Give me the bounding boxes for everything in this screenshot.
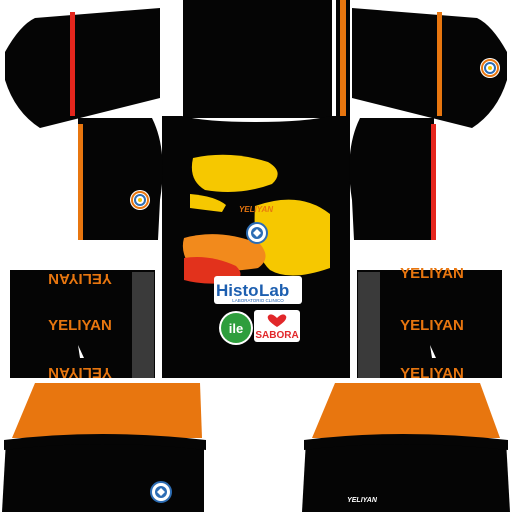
left-sleeve-brand-bottom: YELIYAN	[48, 364, 112, 381]
right-top-sleeve	[352, 8, 507, 128]
flame-yellow-upper	[191, 154, 278, 192]
histolab-left-text: Histo	[216, 281, 259, 300]
left-shorts-waistband	[12, 383, 202, 438]
shirt-back-panel	[183, 0, 332, 118]
left-shorts	[2, 383, 206, 512]
shorts-brand-text: YELIYAN	[347, 497, 378, 504]
histolab-logo-icon: Histo Lab LABORATORIO CLINICO	[214, 276, 302, 304]
back-orange-stripe	[340, 0, 346, 118]
left-sleeve-brand-top: YELIYAN	[48, 270, 112, 287]
histolab-subtitle: LABORATORIO CLINICO	[232, 298, 284, 303]
left-sleeve-brand-middle: YELIYAN	[48, 317, 112, 334]
shirt-front: YELIYAN Histo Lab LABORATORIO CLINICO il…	[162, 116, 350, 378]
left-side-orange-stripe	[78, 124, 83, 240]
club-crest-icon	[246, 222, 268, 244]
club-crest-icon	[150, 481, 172, 503]
left-sleeve-logo-icon	[78, 345, 84, 358]
right-lower-sleeve: YELIYAN YELIYAN YELIYAN	[357, 265, 502, 382]
roundel-patch-icon	[480, 58, 500, 78]
ile-text: ile	[229, 321, 243, 336]
shirt-front-brand-text: YELIYAN	[239, 205, 273, 214]
flame-yellow-lower	[254, 199, 330, 276]
right-shorts: YELIYAN	[302, 383, 510, 512]
sabora-text: SABORA	[255, 330, 298, 341]
right-sleeve-logo-icon	[430, 345, 436, 358]
right-side-panel	[349, 118, 436, 240]
right-sleeve-brand-bottom: YELIYAN	[400, 365, 464, 382]
right-sleeve-brand-middle: YELIYAN	[400, 317, 464, 334]
ile-logo-icon: ile	[219, 311, 253, 345]
left-lower-sleeve: YELIYAN YELIYAN YELIYAN	[10, 270, 155, 381]
sabora-logo-icon: SABORA	[254, 310, 300, 342]
right-sleeve-orange-stripe	[437, 12, 442, 116]
left-top-sleeve	[5, 8, 160, 128]
histolab-right-text: Lab	[259, 281, 289, 300]
left-side-panel	[78, 118, 163, 240]
right-mesh-panel	[358, 272, 380, 378]
left-mesh-panel	[132, 272, 154, 378]
left-sleeve-red-stripe	[70, 12, 75, 116]
roundel-patch-icon	[130, 190, 150, 210]
right-side-red-stripe	[431, 124, 436, 240]
right-sleeve-brand-top: YELIYAN	[400, 265, 464, 282]
right-shorts-waistband	[312, 383, 500, 438]
